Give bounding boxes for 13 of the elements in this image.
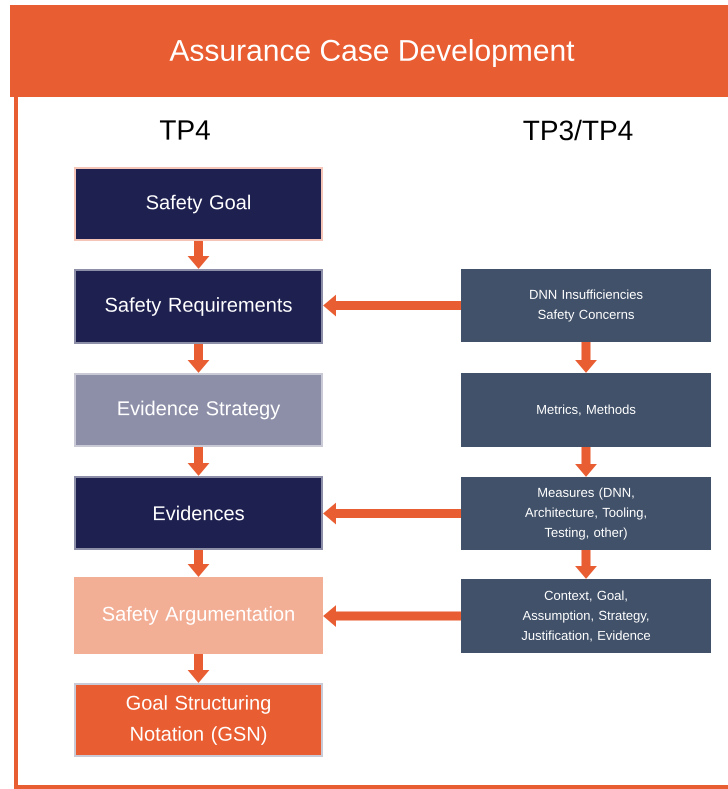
title-banner: Assurance Case Development — [10, 5, 728, 97]
process-box: Safety Argumentation — [74, 577, 323, 654]
column-heading: TP3/TP4 — [523, 120, 632, 140]
process-box: Evidence Strategy — [74, 373, 323, 447]
process-box: Goal Structuring Notation (GSN) — [74, 683, 323, 757]
process-box: DNN Insufficiencies Safety Concerns — [461, 269, 711, 342]
process-box: Safety Goal — [74, 167, 323, 241]
process-box: Evidences — [74, 476, 323, 550]
column-heading: TP4 — [160, 120, 210, 140]
process-box: Measures (DNN, Architecture, Tooling, Testing, other) — [461, 477, 711, 550]
process-box: Safety Requirements — [74, 269, 323, 344]
process-box: Metrics, Methods — [461, 373, 711, 447]
process-box: Context, Goal, Assumption, Strategy, Justification, Evidence — [461, 579, 711, 653]
